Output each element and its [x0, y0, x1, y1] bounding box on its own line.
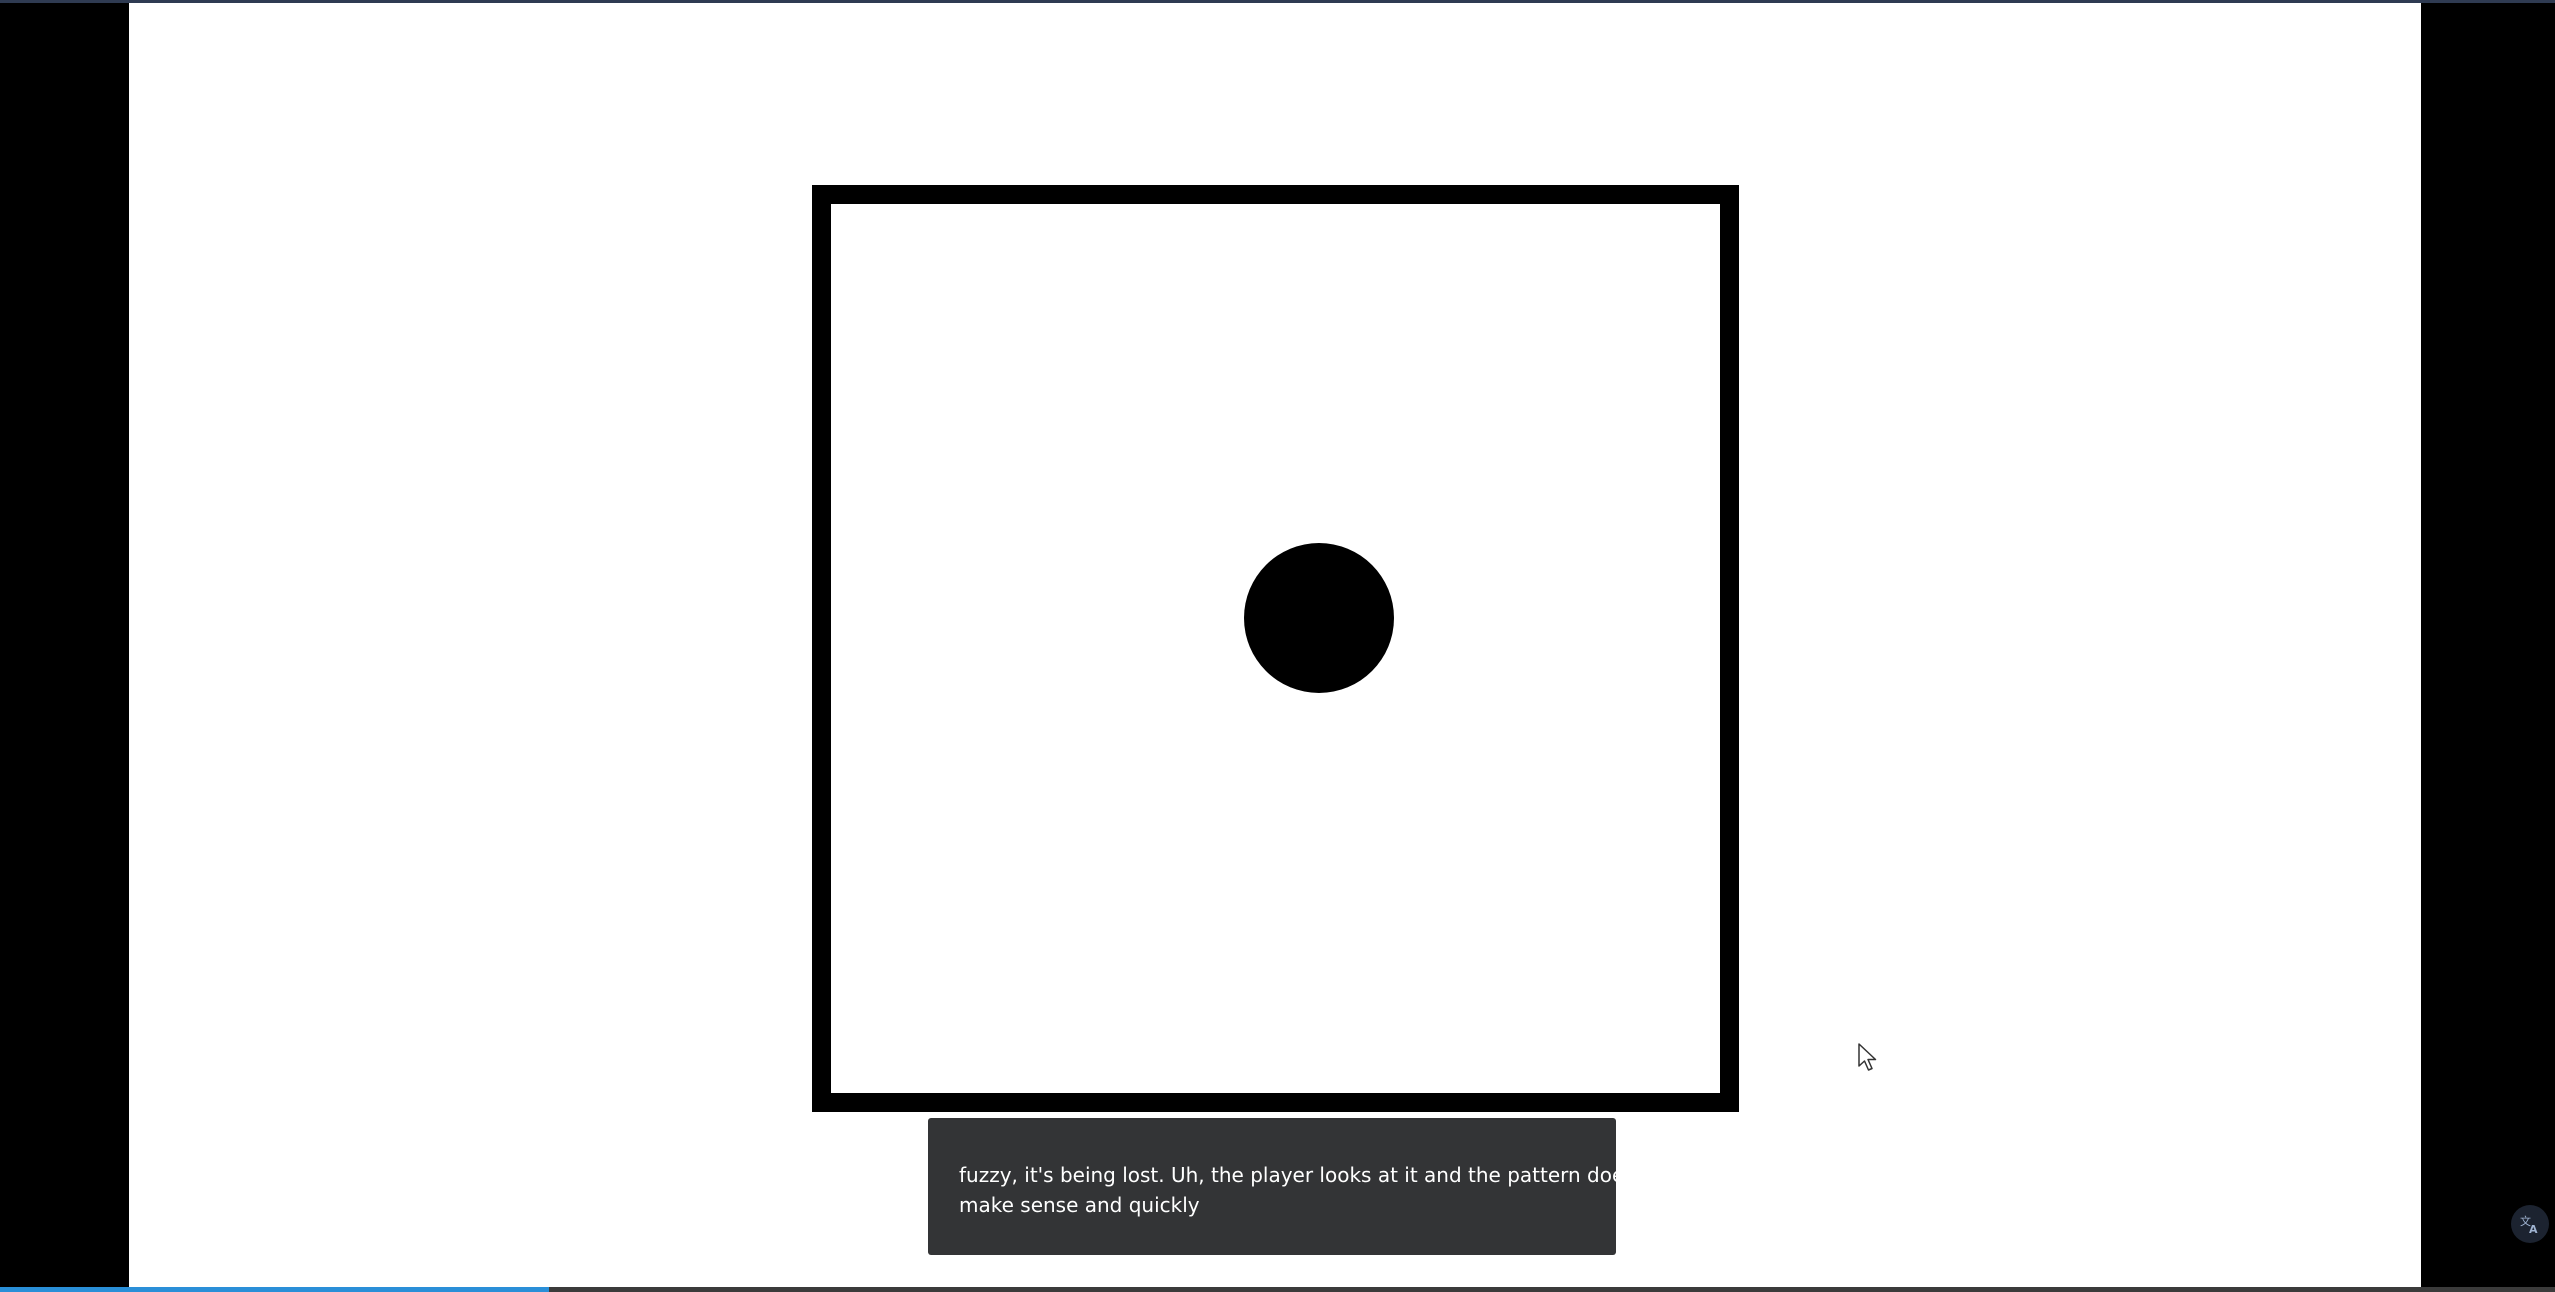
- translate-button[interactable]: 文 A: [2511, 1205, 2549, 1243]
- caption-line-2: make sense and quickly: [959, 1193, 1200, 1217]
- svg-text:文: 文: [2520, 1214, 2531, 1228]
- video-progress-fill: [0, 1287, 550, 1292]
- die-pip: [1244, 543, 1394, 693]
- window-top-edge: [0, 0, 2555, 3]
- mouse-pointer-icon: [1858, 1043, 1877, 1071]
- video-progress-bar[interactable]: [0, 1287, 2555, 1292]
- caption-line-1: fuzzy, it's being lost. Uh, the player l…: [959, 1163, 1661, 1187]
- caption-box: fuzzy, it's being lost. Uh, the player l…: [928, 1118, 1661, 1255]
- die-face: [812, 185, 1739, 1112]
- svg-text:A: A: [2529, 1223, 2538, 1236]
- translate-icon: 文 A: [2520, 1214, 2538, 1236]
